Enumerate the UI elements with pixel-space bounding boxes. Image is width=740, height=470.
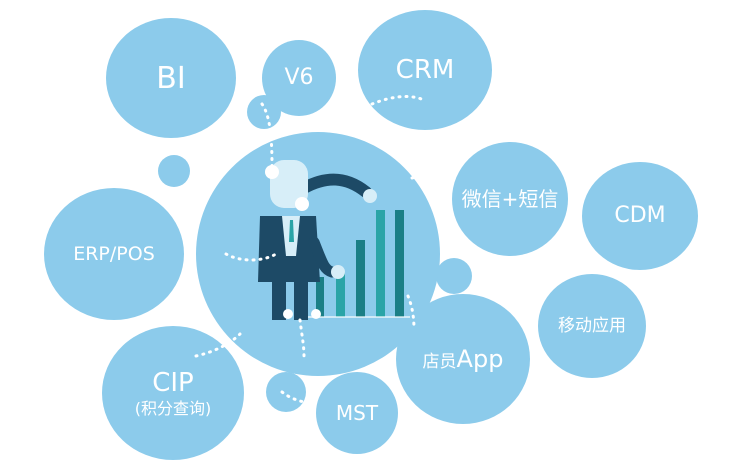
- bubble-store-app-prefix: 店员: [422, 351, 457, 372]
- bubble-mst-label: MST: [335, 401, 379, 425]
- bubble-v6-label: V6: [284, 64, 314, 90]
- bubble-crm[interactable]: CRM: [358, 10, 492, 130]
- bubble-erp-pos[interactable]: ERP/POS: [44, 188, 184, 320]
- bubble-cip[interactable]: CIP (积分查询): [102, 326, 244, 460]
- chart-bar: [376, 210, 385, 317]
- raised-hand: [363, 189, 377, 203]
- decor-dot: [436, 258, 472, 294]
- leg: [272, 280, 286, 320]
- bubble-mobile-app[interactable]: 移动应用: [538, 274, 646, 378]
- bubble-store-app-label: 店员App: [423, 346, 504, 372]
- raised-arm: [298, 173, 372, 198]
- lower-arm: [308, 236, 338, 278]
- bubble-wechat-sms[interactable]: 微信+短信: [452, 142, 568, 256]
- bubble-store-app-suffix: App: [456, 344, 504, 373]
- tie: [289, 220, 294, 242]
- bubble-wechat-sms-label: 微信+短信: [461, 187, 559, 211]
- chart-bar: [316, 277, 324, 317]
- chart-bar: [395, 210, 404, 317]
- bubble-mst[interactable]: MST: [316, 372, 398, 454]
- decor-dot: [158, 155, 190, 187]
- central-illustration: [196, 132, 440, 376]
- chart-bar: [356, 240, 365, 317]
- bubble-erp-pos-label: ERP/POS: [73, 242, 155, 265]
- chart-bar: [336, 272, 345, 317]
- illustration-canvas: [258, 160, 410, 320]
- head: [270, 160, 308, 208]
- bubble-cip-label: CIP: [152, 367, 194, 398]
- bubble-bi[interactable]: BI: [106, 18, 236, 138]
- bubble-cdm-label: CDM: [614, 202, 666, 228]
- bar-chart-icon: [306, 210, 410, 318]
- bubble-v6[interactable]: V6: [262, 40, 336, 116]
- businessman-icon: [258, 160, 377, 320]
- lower-hand: [331, 265, 345, 279]
- connector-wechat: [410, 168, 442, 180]
- bubble-mobile-app-label: 移动应用: [558, 315, 626, 336]
- bubble-cip-sublabel: (积分查询): [134, 398, 212, 418]
- leg: [294, 280, 308, 320]
- chart-baseline: [306, 316, 410, 318]
- bubble-cdm[interactable]: CDM: [582, 162, 698, 270]
- decor-dot: [266, 372, 306, 412]
- bubble-bi-label: BI: [156, 60, 186, 96]
- bubble-crm-label: CRM: [395, 54, 455, 85]
